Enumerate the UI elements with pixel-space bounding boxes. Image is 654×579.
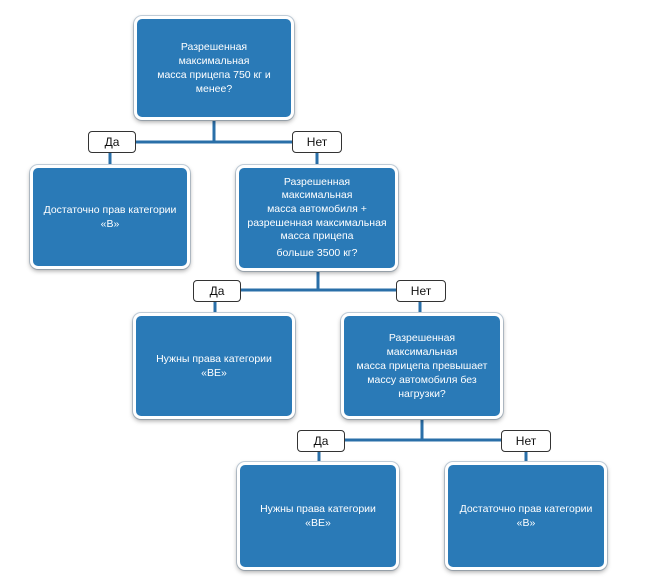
yes-label: Да (297, 430, 345, 452)
node-text-line: больше 3500 кг? (276, 246, 358, 259)
yes-label: Да (88, 131, 136, 153)
question-node-trailer-vs-car: Разрешенная максимальная масса прицепа п… (341, 313, 503, 419)
node-text-line: разрешенная максимальная (247, 216, 387, 229)
node-text-line: Нужны права категории (156, 352, 272, 365)
no-label: Нет (396, 280, 446, 302)
node-text-line: менее? (195, 83, 233, 96)
result-node-category-be: Нужны права категории «ВЕ» (237, 462, 399, 570)
node-text-line: масса прицепа 750 кг и (157, 69, 271, 81)
node-text-line: Разрешенная максимальная (178, 40, 250, 67)
node-text-line: Достаточно прав категории (459, 502, 593, 515)
node-text-line: масса прицепа превышает (356, 359, 488, 372)
node-text-line: «B» (516, 517, 536, 529)
result-node-category-b: Достаточно прав категории «B» (30, 165, 190, 269)
node-text-line: «B» (100, 218, 120, 230)
node-text-line: нагрузки? (398, 388, 446, 401)
node-text-line: «ВЕ» (201, 367, 227, 379)
result-node-category-be: Нужны права категории «ВЕ» (133, 313, 295, 419)
node-text-line: Достаточно прав категории (43, 203, 177, 216)
node-text-line: «ВЕ» (305, 517, 331, 529)
node-text-line: масса автомобиля + (267, 202, 367, 215)
node-text-line: Разрешенная максимальная (386, 331, 458, 358)
question-node-trailer-750: Разрешенная максимальная масса прицепа 7… (134, 16, 294, 120)
node-text-line: массу автомобиля без (367, 374, 477, 387)
yes-label: Да (193, 280, 241, 302)
node-text-line: Разрешенная максимальная (281, 175, 353, 202)
node-text-line: масса прицепа (280, 230, 354, 243)
result-node-category-b: Достаточно прав категории «B» (445, 462, 607, 570)
no-label: Нет (501, 430, 551, 452)
node-text-line: Нужны права категории (260, 502, 376, 515)
question-node-total-3500: Разрешенная максимальная масса автомобил… (236, 165, 398, 271)
no-label: Нет (292, 131, 342, 153)
